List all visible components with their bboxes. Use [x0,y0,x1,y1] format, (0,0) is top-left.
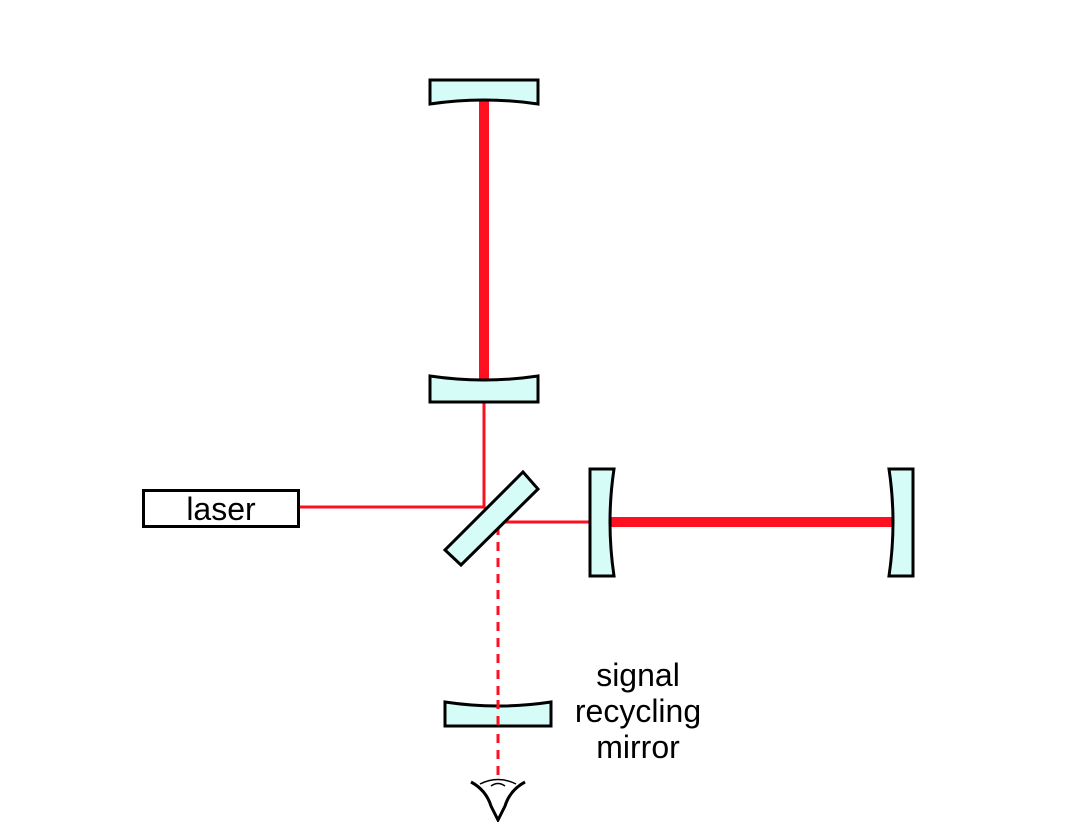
signal-recycling-mirror-label: signal recycling mirror [558,657,718,765]
srm-label-line-1: signal [596,657,680,693]
horizontal-input-mirror [588,467,616,578]
vertical-input-mirror [428,374,540,404]
srm-label-line-2: recycling [574,693,702,729]
horizontal-end-mirror [887,467,915,578]
laser-label: laser [186,490,256,527]
laser-box: laser [142,489,300,528]
beam-splitter [442,469,541,568]
eye-icon [470,778,526,822]
vertical-end-mirror [428,78,540,106]
signal-recycling-mirror [443,700,553,728]
srm-label-line-3: mirror [596,729,680,765]
